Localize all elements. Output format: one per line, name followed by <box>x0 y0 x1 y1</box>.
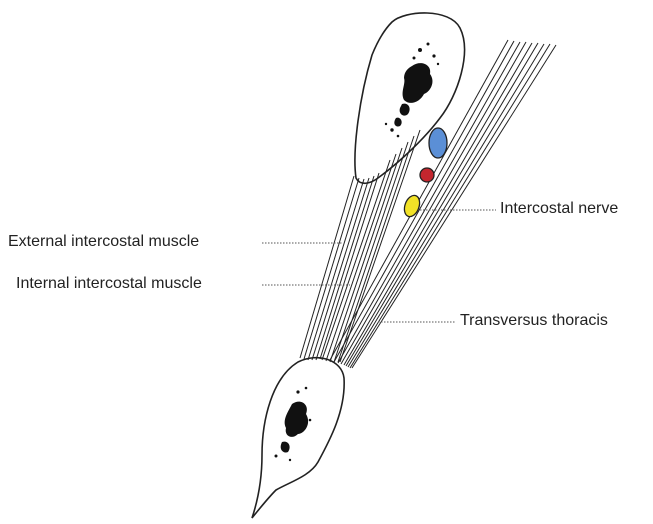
intercostal-vein <box>429 128 447 158</box>
intercostal-artery <box>420 168 434 182</box>
external-intercostal-fibres <box>300 173 379 360</box>
intercostal-nerve-shape <box>402 193 423 218</box>
intercostal-nerve-label: Intercostal nerve <box>500 201 618 217</box>
external-intercostal-muscle-label: External intercostal muscle <box>8 234 199 250</box>
lower-rib <box>252 358 344 518</box>
internal-intercostal-muscle-label: Internal intercostal muscle <box>16 276 202 292</box>
transversus-thoracis-label: Transversus thoracis <box>460 313 608 329</box>
